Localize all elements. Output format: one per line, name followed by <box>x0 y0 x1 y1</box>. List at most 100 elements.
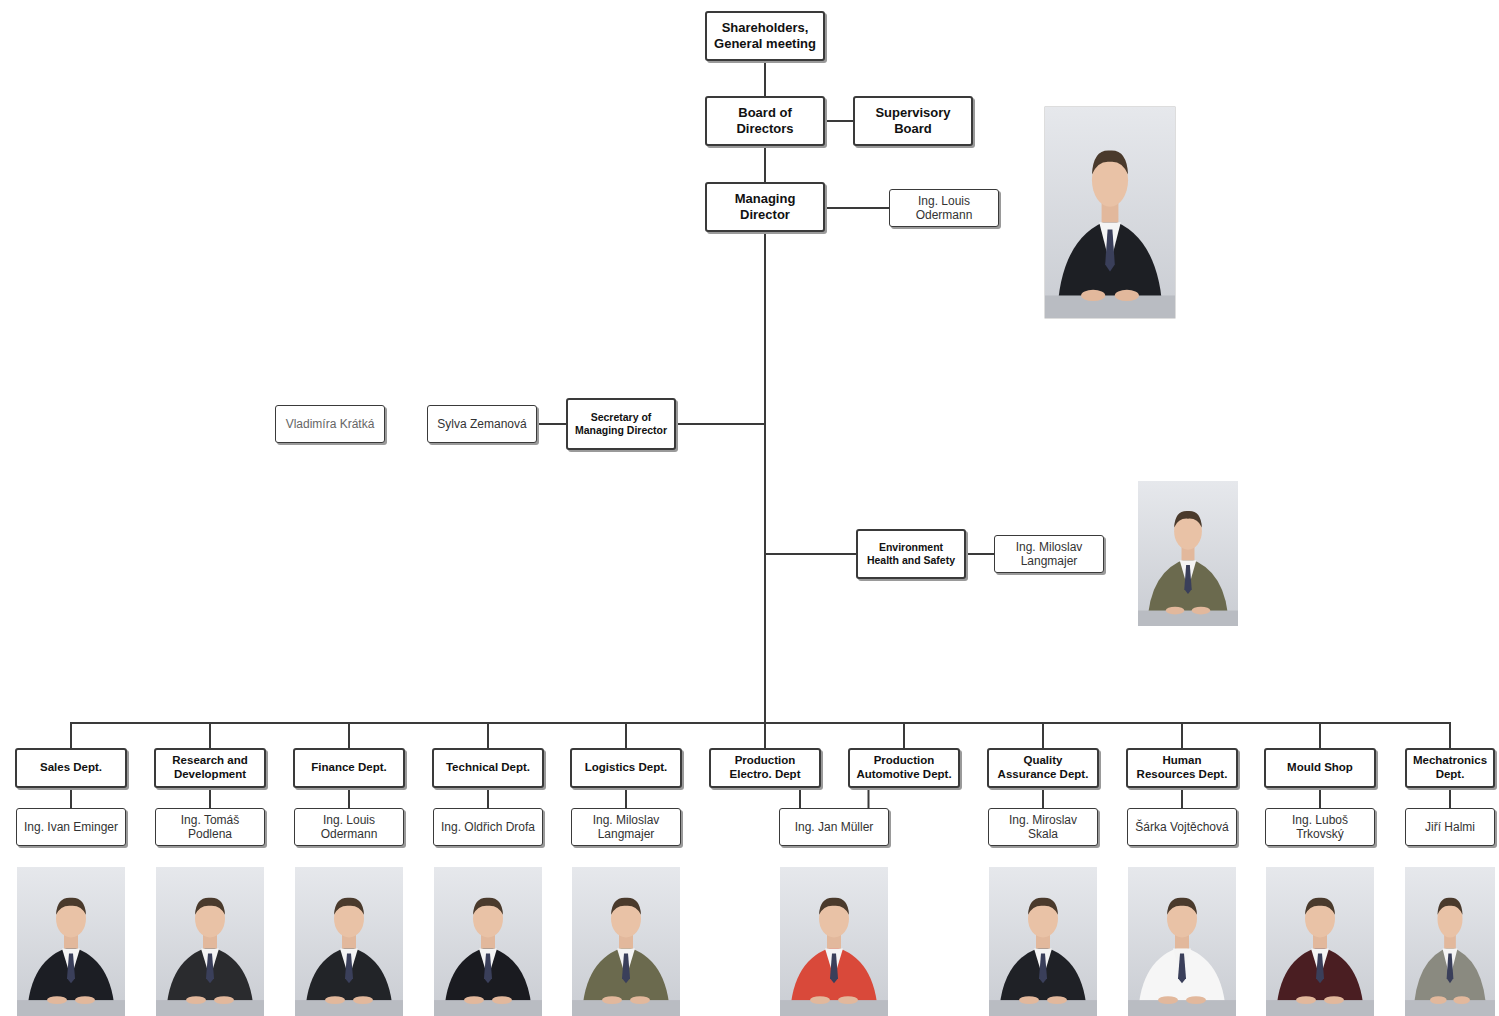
person-box: Vladimíra Krátká <box>275 405 385 443</box>
box-label: Logistics Dept. <box>585 761 667 775</box>
portrait-photo <box>989 867 1097 1016</box>
person-box: Ing. Louis Odermann <box>889 189 999 227</box>
org-connector <box>966 553 994 555</box>
portrait-photo <box>572 867 680 1016</box>
unit-box: Secretary of Managing Director <box>566 398 676 450</box>
box-label: Mechatronics Dept. <box>1412 754 1488 782</box>
unit-box: Supervisory Board <box>853 96 973 146</box>
org-connector <box>868 788 870 808</box>
unit-box: Quality Assurance Dept. <box>987 748 1099 788</box>
box-label: Ing. Oldřich Drofa <box>441 820 535 834</box>
person-box: Ing. Louis Odermann <box>294 808 404 846</box>
portrait-photo <box>1128 867 1236 1016</box>
org-connector <box>825 207 889 209</box>
org-connector <box>765 232 1182 748</box>
person-box: Ing. Miroslav Skala <box>988 808 1098 846</box>
unit-box: Technical Dept. <box>432 748 544 788</box>
org-connector <box>487 788 489 808</box>
box-label: Environment Health and Safety <box>863 541 959 566</box>
box-label: Ing. Jan Müller <box>795 820 874 834</box>
box-label: Human Resources Dept. <box>1133 754 1231 782</box>
box-label: Ing. Ivan Eminger <box>24 820 118 834</box>
org-connector <box>765 232 904 748</box>
unit-box: Sales Dept. <box>15 748 127 788</box>
org-connector <box>765 232 1450 748</box>
unit-box: Logistics Dept. <box>570 748 682 788</box>
org-connector <box>348 788 350 808</box>
box-label: Ing. Miroslav Skala <box>994 813 1092 842</box>
box-label: Research and Development <box>161 754 259 782</box>
portrait-figure <box>1045 107 1175 318</box>
box-label: Production Electro. Dept <box>716 754 814 782</box>
org-connector <box>209 788 211 808</box>
person-box: Ing. Ivan Eminger <box>16 808 126 846</box>
portrait-photo <box>17 867 125 1016</box>
unit-box: Mould Shop <box>1264 748 1376 788</box>
box-label: Sylva Zemanová <box>437 417 526 431</box>
portrait-photo <box>780 867 888 1016</box>
portrait-photo <box>156 867 264 1016</box>
unit-box: Mechatronics Dept. <box>1405 748 1495 788</box>
org-connector <box>765 232 856 554</box>
org-connector <box>71 232 765 748</box>
box-label: Board of Directors <box>712 105 818 136</box>
unit-box: Environment Health and Safety <box>856 529 966 579</box>
person-box: Ing. Oldřich Drofa <box>433 808 543 846</box>
org-connector <box>1319 788 1321 808</box>
portrait-photo <box>1266 867 1374 1016</box>
box-label: Vladimíra Krátká <box>286 417 375 431</box>
unit-box: Production Automotive Dept. <box>848 748 960 788</box>
box-label: Production Automotive Dept. <box>855 754 953 782</box>
box-label: Secretary of Managing Director <box>573 411 669 436</box>
org-connector <box>676 232 765 424</box>
person-box: Ing. Luboš Trkovský <box>1265 808 1375 846</box>
box-label: Technical Dept. <box>446 761 530 775</box>
box-label: Jiří Halmi <box>1425 820 1475 834</box>
org-connector <box>764 61 766 96</box>
org-connector <box>349 232 765 748</box>
portrait-photo <box>1045 107 1175 318</box>
box-label: Ing. Tomáš Podlena <box>161 813 259 842</box>
org-connector <box>765 232 1043 748</box>
org-connector <box>765 232 1320 748</box>
unit-box: Human Resources Dept. <box>1126 748 1238 788</box>
unit-box: Board of Directors <box>705 96 825 146</box>
org-connector <box>764 146 766 182</box>
box-label: Ing. Miloslav Langmajer <box>577 813 675 842</box>
org-connector <box>537 423 566 425</box>
portrait-photo <box>1138 481 1238 626</box>
box-label: Šárka Vojtěchová <box>1135 820 1228 834</box>
person-box: Sylva Zemanová <box>427 405 537 443</box>
org-connector <box>825 120 853 122</box>
person-box: Šárka Vojtěchová <box>1127 808 1237 846</box>
person-box: Ing. Miloslav Langmajer <box>994 535 1104 573</box>
person-box: Ing. Jan Müller <box>779 808 889 846</box>
box-label: Ing. Luboš Trkovský <box>1271 813 1369 842</box>
org-connector <box>488 232 765 748</box>
box-label: Ing. Louis Odermann <box>300 813 398 842</box>
org-connector <box>1449 788 1451 808</box>
box-label: Finance Dept. <box>311 761 386 775</box>
org-connector <box>626 232 765 748</box>
box-label: Supervisory Board <box>860 105 966 136</box>
person-box: Jiří Halmi <box>1405 808 1495 846</box>
unit-box: Finance Dept. <box>293 748 405 788</box>
box-label: Shareholders, General meeting <box>712 20 818 51</box>
org-connector <box>625 788 627 808</box>
box-label: Mould Shop <box>1287 761 1353 775</box>
person-box: Ing. Miloslav Langmajer <box>571 808 681 846</box>
unit-box: Research and Development <box>154 748 266 788</box>
box-label: Ing. Louis Odermann <box>895 194 993 223</box>
unit-box: Managing Director <box>705 182 825 232</box>
portrait-photo <box>295 867 403 1016</box>
org-connector <box>70 788 72 808</box>
portrait-photo <box>1405 867 1495 1016</box>
box-label: Managing Director <box>712 191 818 222</box>
unit-box: Shareholders, General meeting <box>705 11 825 61</box>
portrait-photo <box>434 867 542 1016</box>
box-label: Ing. Miloslav Langmajer <box>1000 540 1098 569</box>
org-connector <box>210 232 765 748</box>
unit-box: Production Electro. Dept <box>709 748 821 788</box>
